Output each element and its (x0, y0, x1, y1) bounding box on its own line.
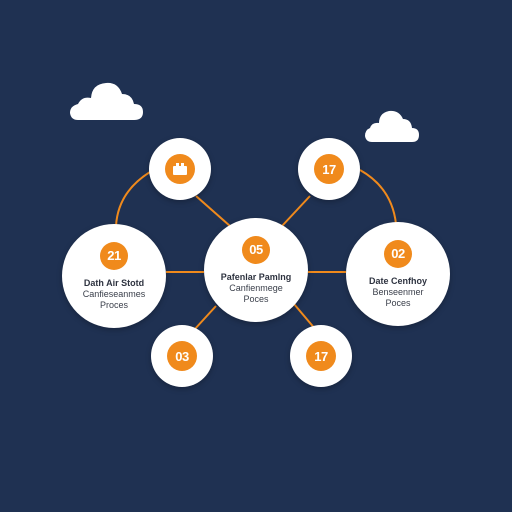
node-badge: 17 (314, 154, 344, 184)
node-badge: 03 (167, 341, 197, 371)
node-label-line: Canfienmege (229, 282, 283, 293)
node-badge: 05 (242, 235, 270, 264)
node-center: 05 Pafenlar Pamlng Canfienmege Poces (204, 218, 308, 322)
cloud-icon (365, 110, 419, 142)
node-label-line: Poces (385, 297, 411, 308)
node-top-left (149, 138, 211, 200)
connector-center-bottomleft (193, 305, 217, 331)
node-badge: 17 (306, 341, 336, 371)
node-label-line: Date Cenfhoy (368, 275, 427, 286)
connector-topright-center (281, 195, 311, 227)
box-icon (173, 163, 187, 175)
node-label-line: Pafenlar Pamlng (220, 271, 292, 282)
node-bottom-right: 17 (290, 325, 352, 387)
node-badge (165, 154, 195, 184)
connector-topright-right (359, 169, 397, 225)
node-right: 02 Date Cenfhoy Benseenmer Poces (346, 222, 450, 326)
node-left: 21 Dath Air Stotd Canfieseanmes Proces (62, 224, 166, 328)
node-bottom-left: 03 (151, 325, 213, 387)
node-top-right: 17 (298, 138, 360, 200)
node-label-line: Poces (243, 293, 269, 304)
node-badge: 21 (100, 241, 128, 270)
node-label-line: Dath Air Stotd (83, 277, 145, 288)
connector-topleft-center (195, 195, 231, 227)
node-label-line: Proces (99, 299, 128, 310)
node-badge: 02 (384, 239, 412, 268)
node-label-line: Canfieseanmes (82, 288, 146, 299)
cloud-icon (70, 82, 143, 120)
node-label-line: Benseenmer (372, 286, 424, 297)
connector-topleft-left (115, 171, 151, 227)
